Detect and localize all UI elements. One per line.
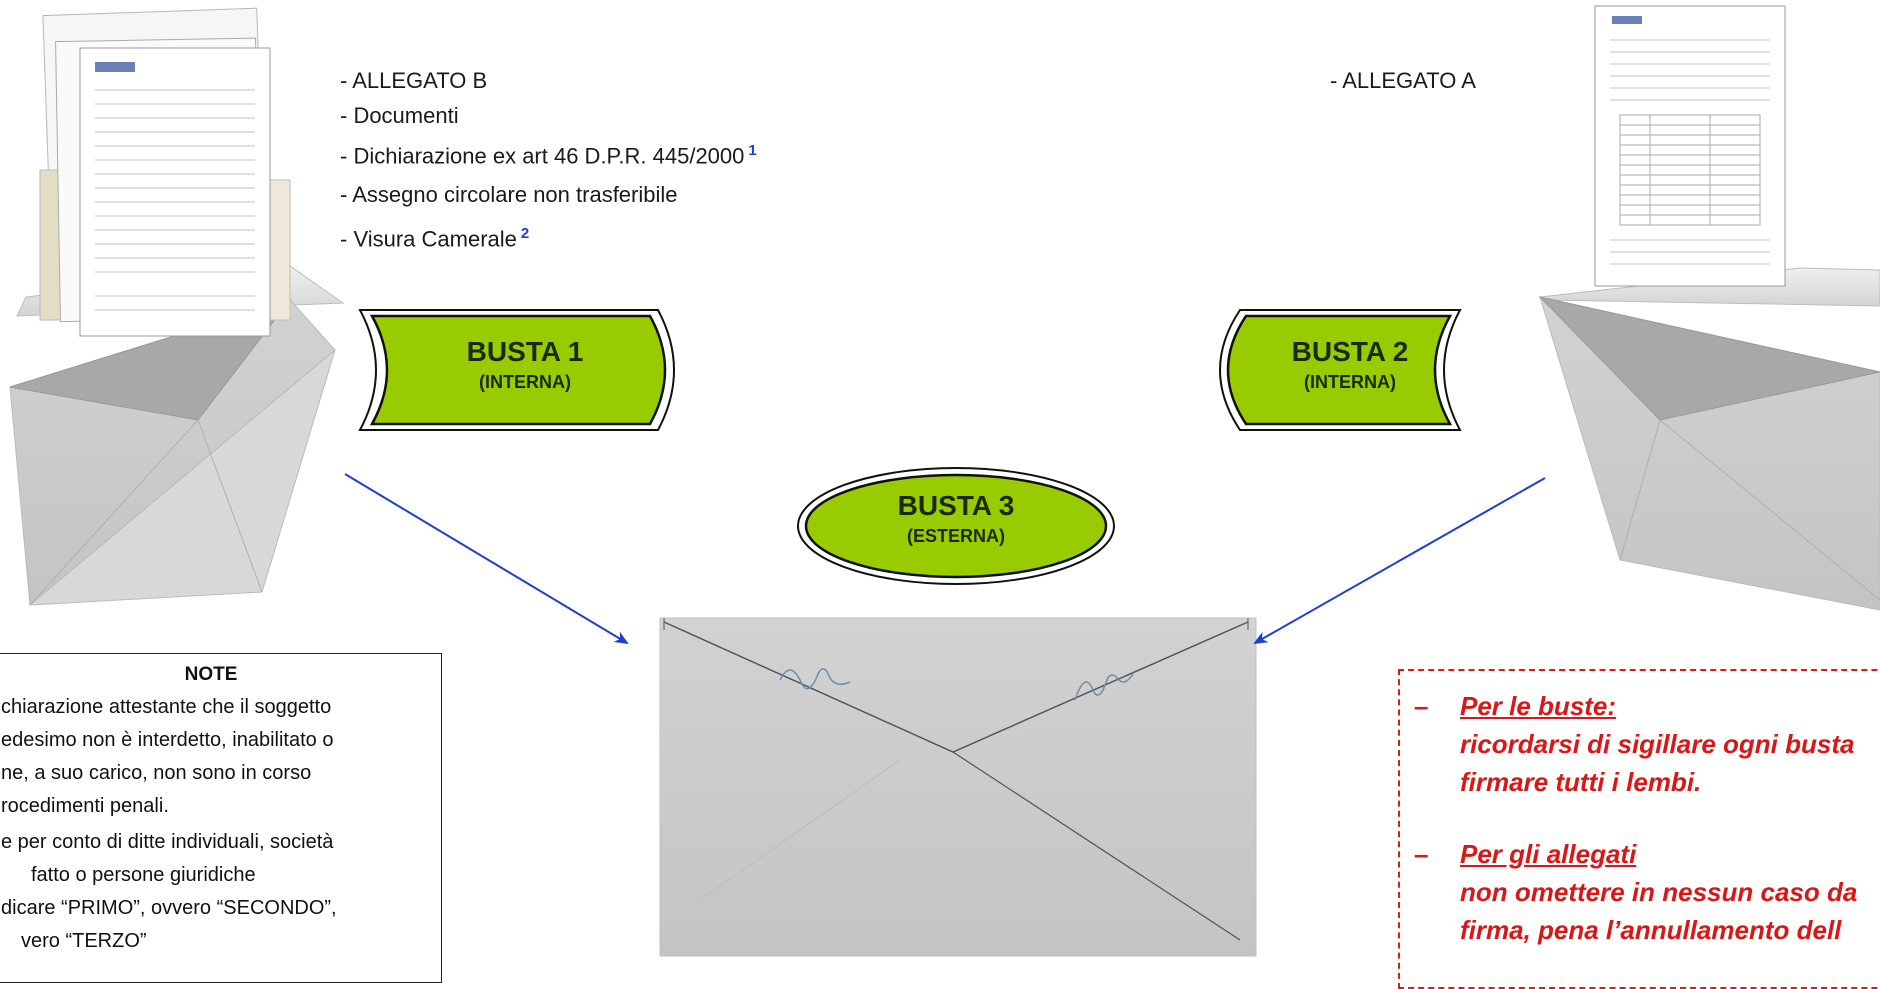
footnote-ref-2: 2: [520, 225, 530, 242]
warning-heading-allegati: Per gli allegati: [1460, 839, 1637, 869]
outer-envelope: [659, 617, 1257, 957]
arrow-busta2-to-busta3: [1253, 477, 1546, 644]
warning-bullet-1: –: [1414, 691, 1429, 721]
right-envelope: [1538, 267, 1880, 611]
notes-line: vero “TERZO”: [21, 930, 147, 952]
notes-title: NOTE: [184, 664, 238, 685]
warning-line: non omettere in nessun caso da: [1460, 877, 1858, 907]
busta3-subtitle: (ESTERNA): [907, 526, 1005, 546]
signature-left: [779, 668, 851, 690]
warning-box: – Per le buste: ricordarsi di sigillare …: [1398, 669, 1880, 989]
right-list-item-text: - ALLEGATO A: [1330, 68, 1476, 93]
notes-line: e per conto di ditte individuali, societ…: [1, 831, 334, 853]
left-list-item-text: - Assegno circolare non trasferibile: [340, 182, 678, 207]
busta1-label: BUSTA 1 (INTERNA): [400, 336, 650, 393]
busta1-label-shape: [358, 309, 675, 431]
busta2-label-shape: [1219, 309, 1462, 431]
notes-line: fatto o persone giuridiche: [31, 864, 256, 886]
diagram-canvas: [9, 5, 1880, 957]
left-list-item-text: - Visura Camerale: [340, 226, 517, 252]
busta2-label: BUSTA 2 (INTERNA): [1225, 336, 1475, 393]
arrow-busta1-to-busta3: [344, 473, 629, 645]
right-list-item-allegato-a: - ALLEGATO A: [1330, 68, 1476, 94]
right-document: [1594, 5, 1786, 287]
notes-line: chiarazione attestante che il soggetto: [1, 696, 332, 718]
left-list-item-dichiarazione: - Dichiarazione ex art 46 D.P.R. 445/200…: [340, 142, 757, 169]
notes-line: rocedimenti penali.: [1, 795, 169, 817]
left-list-item-allegato-b: - ALLEGATO B: [340, 68, 487, 94]
notes-line: dicare “PRIMO”, ovvero “SECONDO”,: [1, 897, 337, 919]
warning-line: firmare tutti i lembi.: [1460, 767, 1702, 797]
warning-line: firma, pena l’annullamento dell: [1460, 915, 1842, 945]
left-list-item-text: - Dichiarazione ex art 46 D.P.R. 445/200…: [340, 143, 745, 169]
footnote-ref-1: 1: [748, 142, 757, 159]
busta2-title: BUSTA 2: [1291, 336, 1409, 367]
notes-box: NOTE chiarazione attestante che il sogge…: [0, 653, 442, 983]
busta3-label-shape: [797, 467, 1115, 585]
left-list-item-text: - Documenti: [340, 103, 459, 128]
left-list-item-text: - ALLEGATO B: [340, 68, 488, 93]
left-list-item-documenti: - Documenti: [340, 103, 459, 129]
busta1-title: BUSTA 1: [466, 336, 584, 367]
notes-line: ne, a suo carico, non sono in corso: [1, 762, 312, 784]
warning-bullet-2: –: [1414, 839, 1429, 869]
notes-line: edesimo non è interdetto, inabilitato o: [1, 729, 334, 751]
left-list-item-assegno: - Assegno circolare non trasferibile: [340, 182, 678, 208]
left-documents: [39, 7, 291, 337]
warning-line: ricordarsi di sigillare ogni busta: [1460, 729, 1855, 759]
busta3-title: BUSTA 3: [897, 490, 1015, 521]
signature-right: [1074, 673, 1134, 701]
warning-heading-buste: Per le buste:: [1460, 691, 1617, 721]
busta3-label: BUSTA 3 (ESTERNA): [831, 490, 1081, 547]
busta2-subtitle: (INTERNA): [1304, 372, 1396, 392]
busta1-subtitle: (INTERNA): [479, 372, 571, 392]
